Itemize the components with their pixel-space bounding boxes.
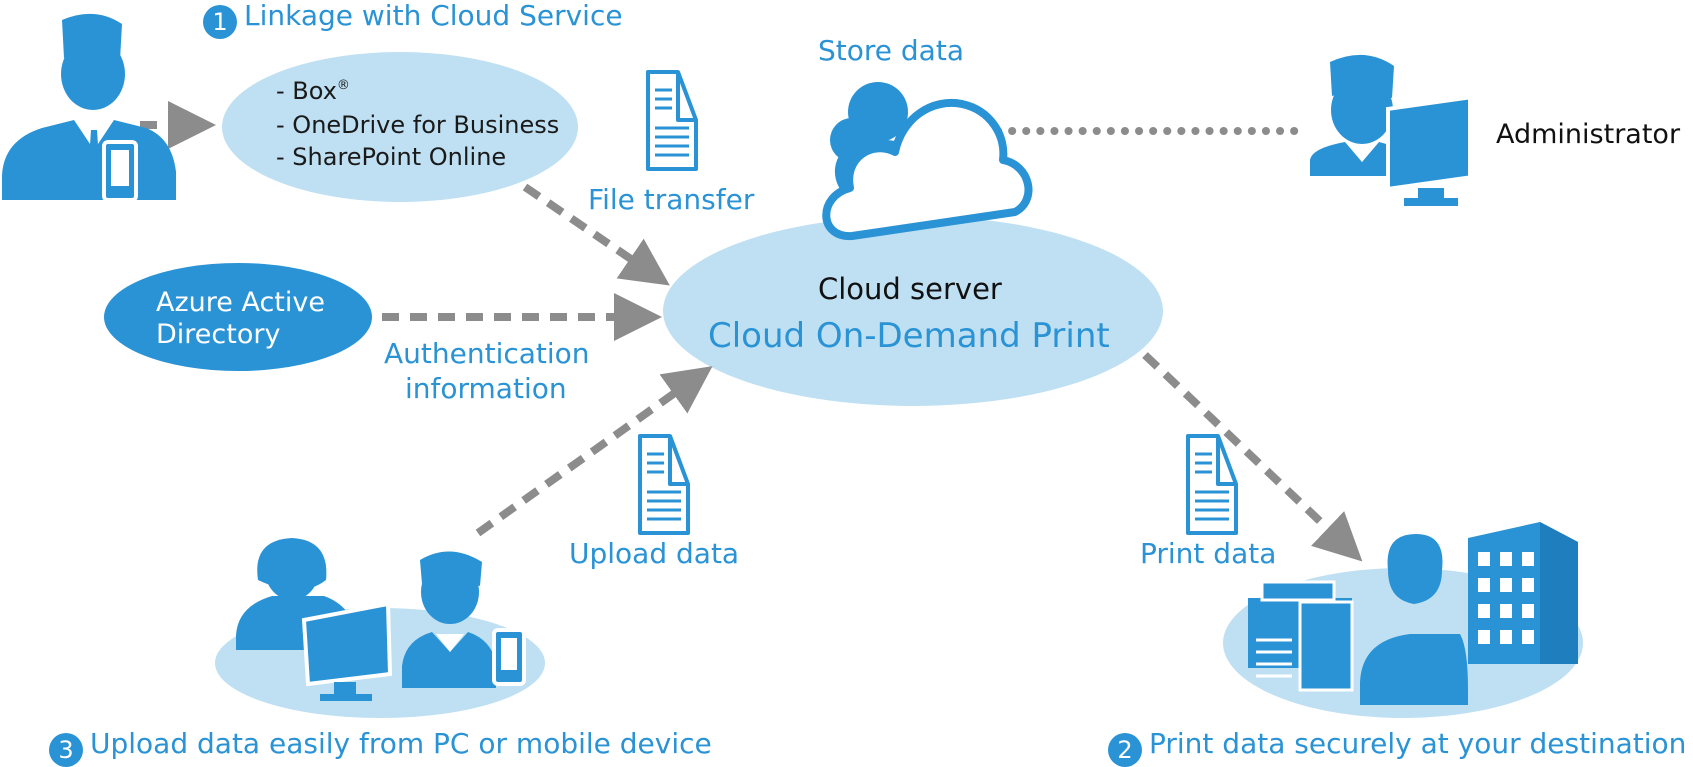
step-3-label: Upload data easily from PC or mobile dev… — [90, 727, 712, 760]
cloud-services-ellipse — [222, 52, 578, 202]
step-2-label: Print data securely at your destination — [1149, 727, 1687, 760]
step-3-number: 3 — [49, 733, 83, 767]
user-with-phone-icon — [2, 13, 176, 202]
cloud-icon — [822, 82, 1033, 240]
upload-data-label: Upload data — [569, 537, 740, 570]
administrator-icon — [1310, 54, 1472, 206]
administrator-label: Administrator — [1496, 119, 1681, 150]
azure-label-line1: Azure Active — [156, 287, 325, 318]
file-transfer-label: File transfer — [588, 183, 755, 216]
service-item-sharepoint: - SharePoint Online — [276, 143, 507, 171]
registered-mark: ® — [336, 78, 350, 93]
office-users-icon — [236, 538, 526, 701]
document-icon — [638, 434, 690, 535]
step-1-label: Linkage with Cloud Service — [244, 0, 623, 32]
cloud-server-product: Cloud On-Demand Print — [708, 316, 1110, 356]
document-icon — [1186, 434, 1238, 535]
azure-ellipse — [104, 263, 372, 371]
store-data-label: Store data — [818, 34, 964, 67]
step-1-number: 1 — [203, 5, 237, 39]
building-icon — [1468, 522, 1578, 664]
azure-label-line2: Directory — [156, 319, 281, 350]
arrow-upload — [475, 366, 713, 537]
auth-label-line1: Authentication — [384, 337, 590, 370]
document-icon — [646, 70, 698, 171]
cloud-server-ellipse — [663, 216, 1163, 406]
cloud-server-label: Cloud server — [818, 272, 1002, 306]
printer-office-icon — [1248, 534, 1468, 705]
auth-label-line2: information — [405, 372, 567, 405]
arrow-print — [1142, 352, 1363, 562]
step-2-number: 2 — [1108, 733, 1142, 767]
print-data-label: Print data — [1140, 537, 1277, 570]
service-item-onedrive: - OneDrive for Business — [276, 111, 560, 139]
arrow-file-transfer — [522, 183, 670, 286]
service-item-box: - Box® — [276, 77, 350, 105]
